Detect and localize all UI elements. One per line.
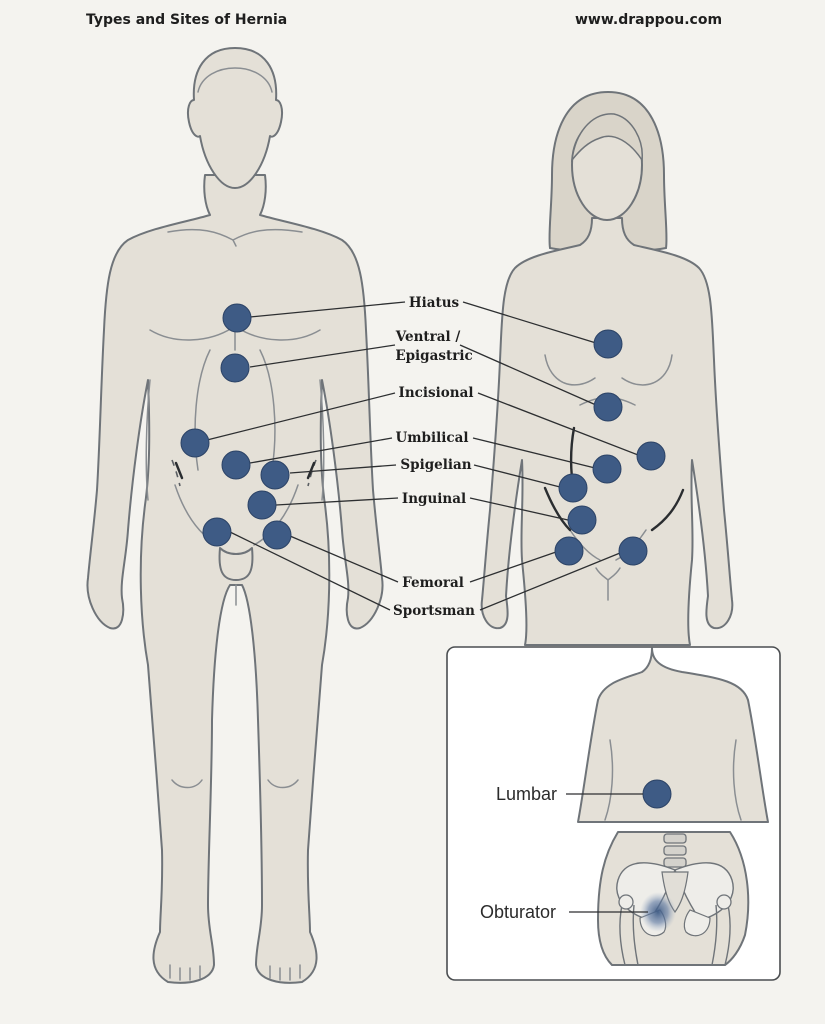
label-umbilical: Umbilical xyxy=(396,430,469,446)
female-incisional-marker xyxy=(636,441,666,471)
female-inguinal-marker xyxy=(567,505,597,535)
male-incisional-marker xyxy=(180,428,210,458)
label-incisional: Incisional xyxy=(399,385,474,401)
label-spigelian: Spigelian xyxy=(400,457,471,473)
source-url: www.drappou.com xyxy=(575,12,723,28)
male-umbilical-marker xyxy=(221,450,251,480)
label-femoral: Femoral xyxy=(402,575,464,591)
label-hiatus: Hiatus xyxy=(409,295,460,311)
female-ventral-marker xyxy=(593,392,623,422)
male-inguinal-marker xyxy=(247,490,277,520)
obturator-label: Obturator xyxy=(480,902,556,922)
female-figure xyxy=(480,90,734,646)
label-inguinal: Inguinal xyxy=(402,491,466,507)
lumbar-label: Lumbar xyxy=(496,784,557,804)
label-sportsman: Sportsman xyxy=(393,603,475,619)
label-ventral-line1: Ventral / xyxy=(395,329,461,345)
female-site-markers xyxy=(554,329,666,566)
inset-panel: Lumbar Obturator xyxy=(446,646,781,981)
male-ventral-marker xyxy=(220,353,250,383)
center-labels: Hiatus Ventral / Epigastric Incisional U… xyxy=(393,295,475,619)
male-site-markers xyxy=(180,303,292,550)
male-figure xyxy=(86,47,384,984)
male-hiatus-marker xyxy=(222,303,252,333)
female-hiatus-marker xyxy=(593,329,623,359)
female-femoral-marker xyxy=(554,536,584,566)
male-femoral-marker xyxy=(262,520,292,550)
female-sportsman-marker xyxy=(618,536,648,566)
female-umbilical-marker xyxy=(592,454,622,484)
lumbar-site-marker xyxy=(642,779,672,809)
leader-lines xyxy=(206,301,639,611)
female-spigelian-marker xyxy=(558,473,588,503)
male-spigelian-marker xyxy=(260,460,290,490)
obturator-site-marker xyxy=(640,892,676,932)
male-sportsman-marker xyxy=(202,517,232,547)
diagram-title: Types and Sites of Hernia xyxy=(86,12,288,28)
label-ventral-line2: Epigastric xyxy=(395,348,472,364)
